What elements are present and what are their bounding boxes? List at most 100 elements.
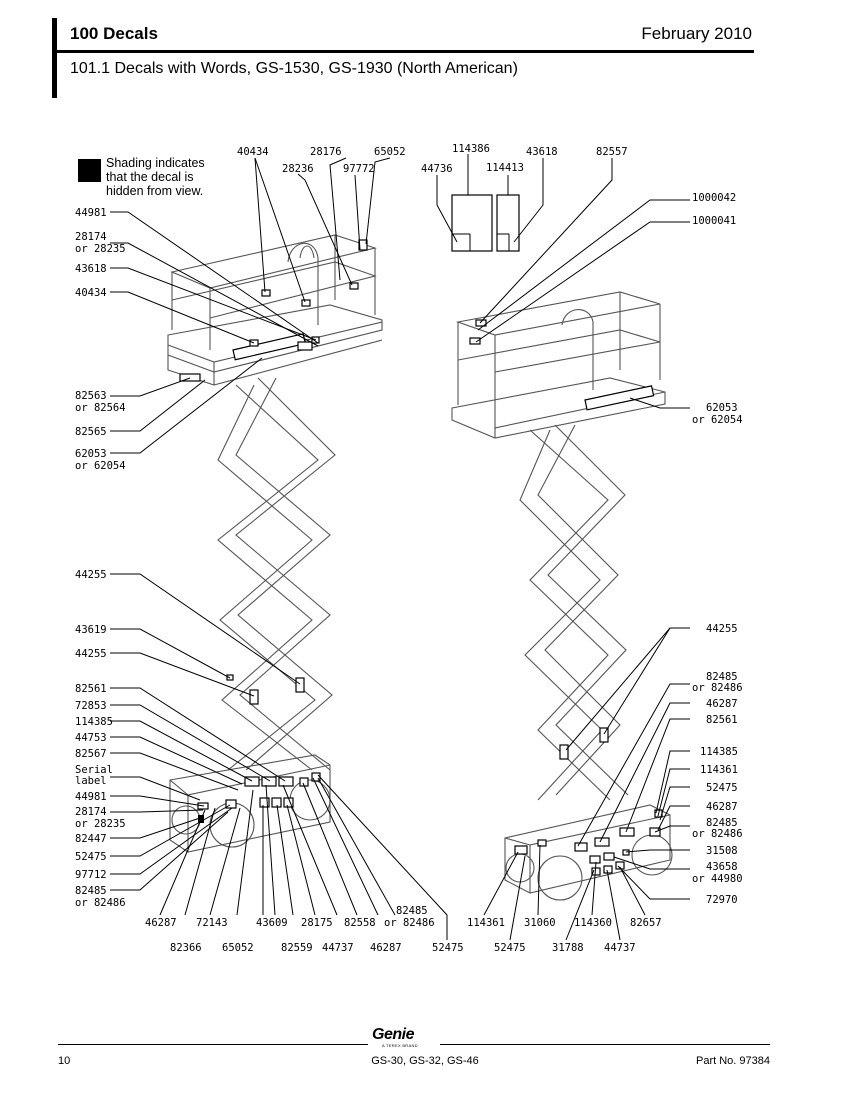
label-82567: 82567 [75,748,107,760]
decal-1000042 [475,319,487,327]
right-callout-labels: 1000042 1000041 62053 or 62054 44255 824… [692,192,743,906]
label-82565: 82565 [75,426,107,438]
decal-base-5 [271,797,282,808]
footer-part-number: Part No. 97384 [696,1055,770,1067]
label-or-28235: or 28235 [75,243,126,255]
label-28174: 28174 [75,806,107,818]
label-114361: 114361 [700,764,738,776]
decal-r-13 [537,839,547,847]
label-46287: 46287 [706,801,738,813]
label-43658: 43658 [706,861,738,873]
label-52475: 52475 [706,782,738,794]
label-97712: 97712 [75,869,107,881]
decal-base-1 [244,776,260,787]
label-44255: 44255 [75,569,107,581]
label-28174: 28174 [75,231,107,243]
inset-decal-114413 [496,194,520,252]
label-114361: 114361 [467,917,505,929]
label-44753: 44753 [75,732,107,744]
page-number: 10 [58,1055,71,1067]
label-44255: 44255 [75,648,107,660]
decal-r-7 [603,852,615,861]
label-or-28235: or 28235 [75,818,126,830]
label-44736: 44736 [421,163,453,175]
decal-44255-r2 [559,744,569,760]
decal-97772 [349,282,359,290]
label-44981: 44981 [75,791,107,803]
label-72970: 72970 [706,894,738,906]
decal-r-1 [574,842,588,852]
top-callout-labels: 40434 28176 28236 65052 97772 114386 436… [237,143,628,175]
label-114385: 114385 [75,716,113,728]
label-46287: 46287 [370,942,402,954]
label-28176: 28176 [310,146,342,158]
label-72143: 72143 [196,917,228,929]
page-subtitle: 101.1 Decals with Words, GS-1530, GS-193… [70,60,518,77]
left-leader-lines [110,157,448,940]
decal-base-2 [261,776,277,787]
label-65052: 65052 [374,146,406,158]
label-31788: 31788 [552,942,584,954]
label-1000042: 1000042 [692,192,736,204]
decal-base-3 [278,776,294,787]
decal-r-3 [619,827,635,837]
decal-62053-r [584,385,655,411]
decal-62053 [232,333,307,361]
right-machine-drawing [451,291,673,901]
label-82485: 82485 [75,885,107,897]
footer-models: GS-30, GS-32, GS-46 [371,1055,479,1067]
left-machine-drawing [167,234,383,853]
label-or-82486: or 82486 [692,828,743,840]
label-40434: 40434 [237,146,269,158]
decal-44255-a [295,677,305,693]
label-82561: 82561 [706,714,738,726]
label-82657: 82657 [630,917,662,929]
label-44737: 44737 [322,942,354,954]
left-callout-labels: 44981 28174 or 28235 43618 40434 82563 o… [75,207,126,909]
label-43618: 43618 [75,263,107,275]
shading-legend-text: Shading indicates that the decal is hidd… [106,156,205,198]
decal-40434-b [261,289,271,297]
decal-82565 [297,341,313,351]
label-46287: 46287 [706,698,738,710]
label-43619: 43619 [75,624,107,636]
label-or-82486: or 82486 [75,897,126,909]
shading-legend-swatch [78,159,101,182]
label-or-82486: or 82486 [692,682,743,694]
label-43609: 43609 [256,917,288,929]
footer-rule-right [440,1044,770,1045]
label-114385: 114385 [700,746,738,758]
decal-r-10 [615,861,625,870]
label-31508: 31508 [706,845,738,857]
decal-82563 [179,373,201,382]
inset-decal-114386 [451,194,493,252]
bottom-callout-labels: 46287 72143 43609 28175 82558 82485 or 8… [145,905,662,954]
footer-rule-left [58,1044,368,1045]
decal-65052 [358,239,368,251]
label-82559: 82559 [281,942,313,954]
label-28175: 28175 [301,917,333,929]
label-82485: 82485 [706,671,738,683]
label-46287: 46287 [145,917,177,929]
label-44737: 44737 [604,942,636,954]
decal-base-10 [225,799,237,809]
inset-decal-detail [436,154,544,252]
label-62053: 62053 [75,448,107,460]
label-serial: Serial [75,764,113,776]
decal-44255-b [249,689,259,705]
label-114413: 114413 [486,162,524,174]
header-side-bar [52,18,57,98]
label-52475: 52475 [75,851,107,863]
label-114360: 114360 [574,917,612,929]
decal-base-4 [259,797,270,808]
decal-r-6 [589,855,601,864]
label-31060: 31060 [524,917,556,929]
label-or-82564: or 82564 [75,402,126,414]
label-82485: 82485 [706,817,738,829]
label-82557: 82557 [596,146,628,158]
section-title: 100 Decals [70,24,158,43]
label-82366: 82366 [170,942,202,954]
label-52475: 52475 [494,942,526,954]
decal-r-9 [603,865,613,874]
